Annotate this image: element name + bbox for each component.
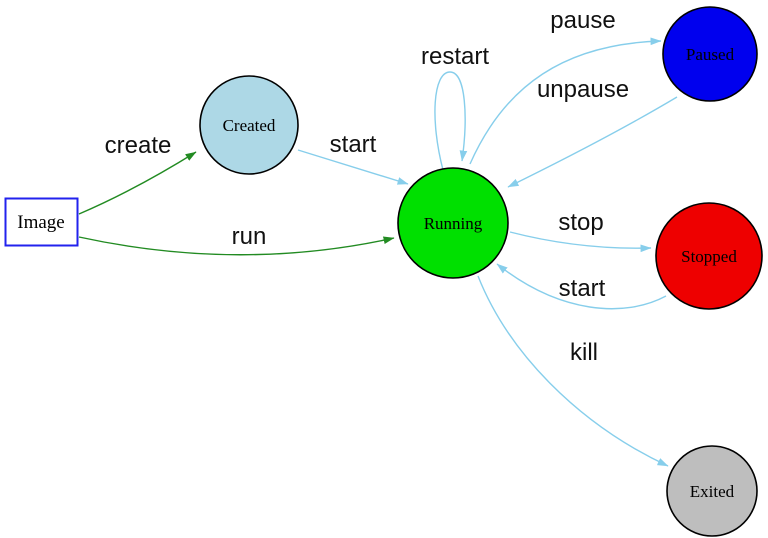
edge-label-run: run [232, 223, 267, 250]
node-running-label: Running [424, 214, 483, 233]
edge-restart-self-loop [434, 71, 468, 171]
node-created-label: Created [223, 116, 276, 135]
node-paused: Paused [662, 6, 758, 102]
node-created-shape [199, 75, 299, 175]
edge-label-restart: restart [421, 43, 489, 70]
edge-start-stopped-running [496, 263, 667, 310]
node-paused-shape [662, 6, 758, 102]
edge-start-created-running [297, 149, 409, 185]
node-exited-label: Exited [690, 482, 735, 501]
edge-label-start-created: start [330, 131, 377, 158]
node-image-shape [4, 197, 79, 247]
edge-create [78, 151, 197, 215]
edge-label-create: create [105, 132, 172, 159]
edge-kill [477, 275, 669, 467]
node-running: Running [397, 167, 509, 279]
node-stopped: Stopped [655, 202, 763, 310]
node-image-label: Image [17, 212, 64, 233]
node-stopped-shape [655, 202, 763, 310]
edge-label-unpause: unpause [537, 76, 629, 103]
edge-run [78, 236, 395, 256]
node-running-shape [397, 167, 509, 279]
edge-unpause [507, 96, 678, 188]
edge-label-kill: kill [570, 339, 598, 366]
edge-pause [469, 37, 662, 165]
edge-stop [509, 231, 652, 253]
node-created: Created [199, 75, 299, 175]
node-exited: Exited [666, 445, 758, 537]
edge-label-stop: stop [558, 209, 603, 236]
node-paused-label: Paused [686, 45, 735, 64]
node-exited-shape [666, 445, 758, 537]
node-image: Image [4, 197, 79, 247]
node-stopped-label: Stopped [681, 247, 737, 266]
edge-label-start-stopped: start [559, 275, 606, 302]
edge-label-pause: pause [550, 7, 615, 34]
